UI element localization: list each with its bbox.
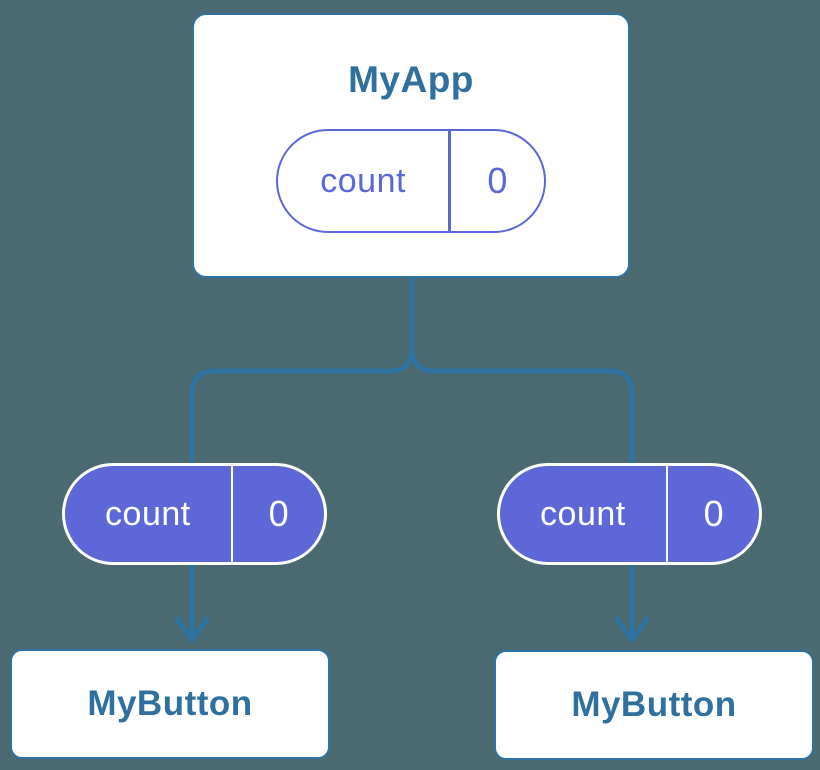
node-myapp-label: MyApp [348,59,474,100]
connector-right-branch [409,277,635,638]
prop-pill-left: count 0 [62,463,327,565]
arrowhead-right-icon [614,616,650,643]
state-pill-value: 0 [487,160,508,201]
state-pill-myapp: count 0 [276,129,546,233]
node-myapp: MyApp count 0 [192,13,630,278]
node-mybutton-label: MyButton [571,685,737,724]
node-mybutton-right: MyButton [494,650,814,760]
prop-pill-name: count [540,494,626,533]
prop-pill-name: count [105,494,191,533]
node-mybutton-left: MyButton [10,649,330,759]
state-pill-name: count [320,161,406,200]
arrowhead-left-icon [174,616,210,643]
prop-pill-right: count 0 [497,463,762,565]
connector-left-branch [189,277,415,638]
pill-divider [665,466,669,562]
pill-divider [230,466,234,562]
node-mybutton-label: MyButton [87,684,253,723]
pill-divider [448,131,451,231]
prop-pill-value: 0 [268,493,289,534]
prop-pill-value: 0 [703,493,724,534]
